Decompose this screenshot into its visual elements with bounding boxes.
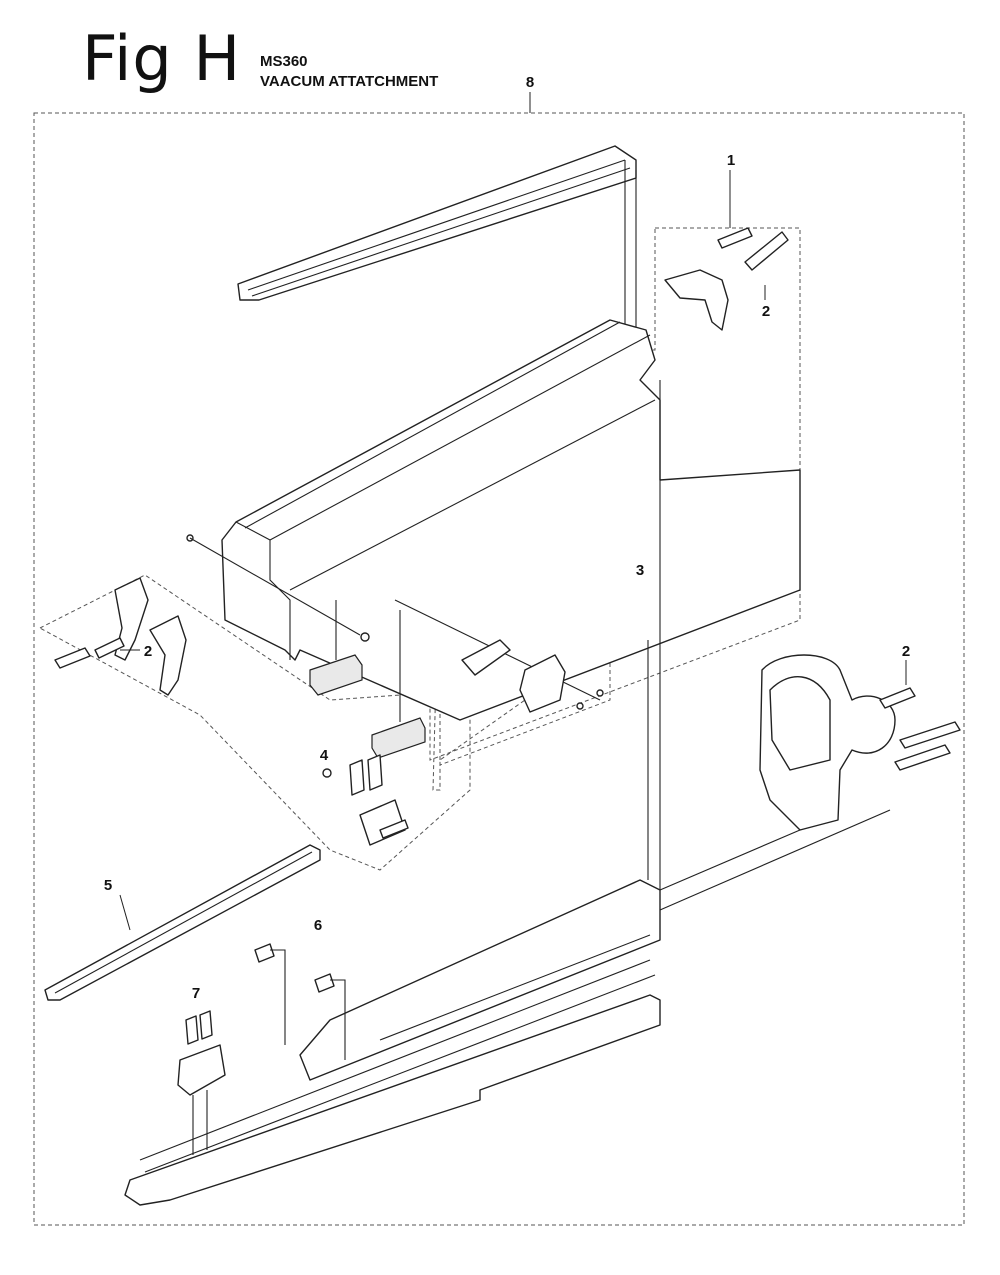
shroud-ridge-1 bbox=[269, 334, 651, 541]
pad-right bbox=[371, 717, 426, 759]
nut-4 bbox=[322, 768, 332, 778]
latch-plate bbox=[519, 654, 566, 713]
channel-edge-2 bbox=[144, 974, 656, 1173]
channel-edge-1 bbox=[139, 959, 651, 1161]
callout-6: 6 bbox=[314, 917, 322, 934]
stud-axis bbox=[189, 537, 361, 636]
callout-4: 4 bbox=[320, 747, 329, 764]
shroud-body bbox=[221, 319, 801, 721]
model-number: MS360 bbox=[260, 53, 308, 70]
pin-6a bbox=[254, 943, 275, 963]
long-screw-1 bbox=[899, 721, 961, 749]
cap-screw-7b bbox=[199, 1010, 213, 1040]
callout-5: 5 bbox=[104, 877, 112, 894]
callout-2-top: 2 bbox=[762, 303, 770, 320]
callout-8: 8 bbox=[526, 74, 534, 91]
group-box-left-clamps bbox=[38, 574, 471, 871]
bottom-channel bbox=[124, 994, 661, 1206]
callout-2-right: 2 bbox=[902, 643, 910, 660]
callout-7: 7 bbox=[192, 985, 200, 1002]
pad-left bbox=[309, 654, 363, 696]
latch-nut bbox=[596, 689, 604, 697]
channel-link-1 bbox=[659, 829, 801, 891]
clamp-left-2 bbox=[149, 615, 187, 696]
screw-handle bbox=[879, 687, 916, 709]
pin-6b-leader bbox=[330, 979, 346, 1060]
top-rail-groove-2 bbox=[251, 167, 631, 297]
leader-line-5 bbox=[119, 894, 131, 931]
handle-guard-inner bbox=[769, 676, 831, 771]
nut-left bbox=[360, 632, 370, 642]
screw-4a bbox=[349, 759, 365, 796]
top-rail bbox=[237, 145, 637, 301]
clamp-top-right bbox=[664, 269, 729, 331]
side-rail-groove bbox=[54, 851, 313, 994]
block-7 bbox=[177, 1044, 226, 1096]
screw-left-1 bbox=[54, 647, 91, 669]
pin-6a-leader bbox=[270, 949, 286, 1045]
assembly-boundary bbox=[33, 112, 965, 1226]
assembly-title: VAACUM ATTATCHMENT bbox=[260, 73, 439, 90]
channel-wall bbox=[299, 879, 661, 1081]
bolt-4 bbox=[379, 819, 409, 839]
shroud-ridge-3 bbox=[289, 399, 656, 591]
callout-3: 3 bbox=[636, 562, 644, 579]
screw-top-right-1 bbox=[717, 227, 753, 249]
callout-2-left: 2 bbox=[144, 643, 152, 660]
channel-edge-3 bbox=[379, 934, 651, 1041]
screw-left-2 bbox=[94, 637, 125, 659]
latch-washer bbox=[576, 702, 584, 710]
shroud-end-profile bbox=[235, 521, 291, 660]
long-screw-2 bbox=[894, 744, 951, 771]
pin-6b bbox=[314, 973, 335, 993]
callout-1: 1 bbox=[727, 152, 735, 169]
cap-screw-7a bbox=[185, 1015, 199, 1045]
latch-body bbox=[461, 639, 511, 676]
shroud-ridge-2 bbox=[244, 321, 621, 529]
channel-link-2 bbox=[659, 809, 891, 911]
screw-top-right-2 bbox=[744, 231, 789, 271]
figure-title: Fig H bbox=[82, 22, 242, 95]
top-rail-groove-1 bbox=[247, 159, 626, 291]
screw-4b bbox=[367, 754, 383, 791]
